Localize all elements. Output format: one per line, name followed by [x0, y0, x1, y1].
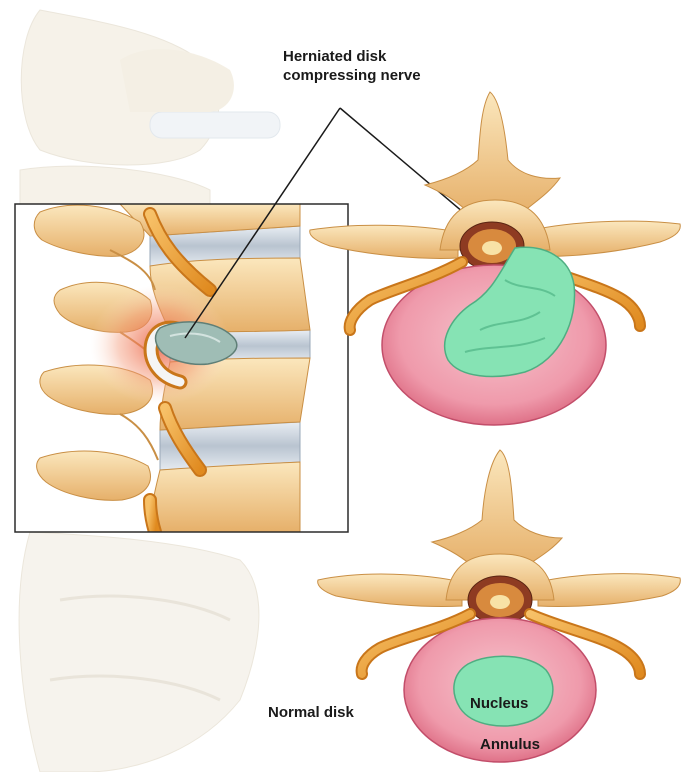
herniated-disk-label-line1: Herniated disk — [283, 47, 483, 66]
normal-disk-label: Normal disk — [268, 703, 354, 722]
lateral-spine-inset — [15, 204, 348, 532]
herniated-disk-label: Herniated disk compressing nerve — [283, 47, 483, 85]
normal-disk-cross-section — [318, 450, 681, 762]
herniated-disk-label-line2: compressing nerve — [283, 66, 483, 85]
herniated-disk-cross-section — [310, 92, 681, 425]
annulus-label: Annulus — [480, 735, 540, 754]
nucleus-label: Nucleus — [470, 694, 528, 713]
